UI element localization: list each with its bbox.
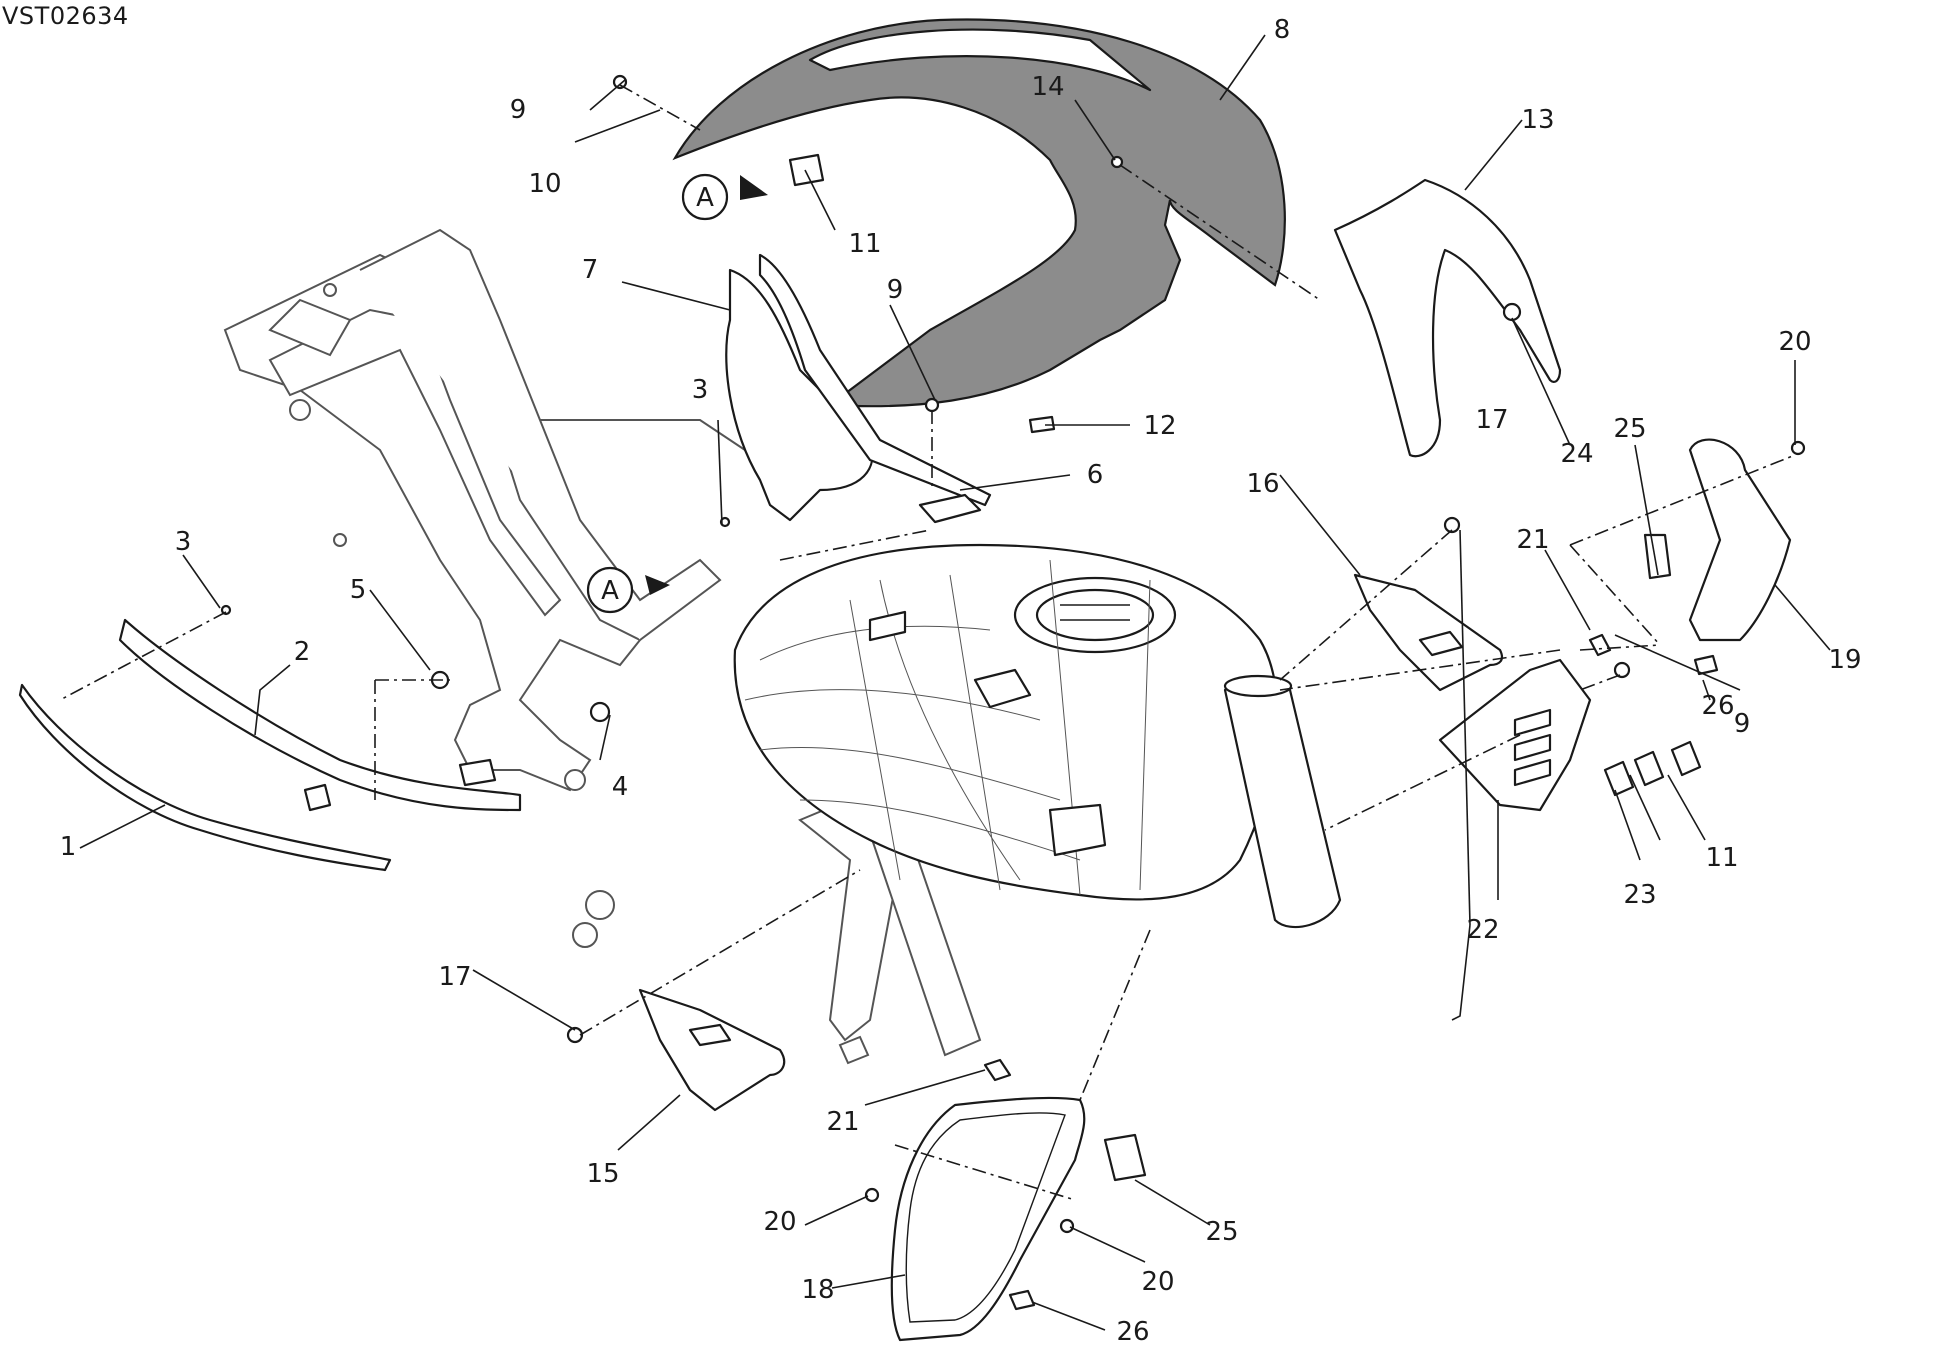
view-marker-a-frame: A	[586, 566, 670, 614]
callout-11: 11	[1705, 843, 1738, 873]
callout-17: 17	[438, 962, 471, 992]
callout-22: 22	[1466, 915, 1499, 945]
part-19-side-guard	[1688, 438, 1792, 642]
part-7-inner-cover	[725, 268, 874, 522]
callout-17: 17	[1475, 405, 1508, 435]
callout-8: 8	[1274, 15, 1291, 45]
callout-26: 26	[1116, 1317, 1149, 1347]
fuel-tank	[733, 543, 1342, 929]
callout-11: 11	[848, 229, 881, 259]
part-18-lower-cover	[890, 1096, 1086, 1342]
callout-20: 20	[763, 1207, 796, 1237]
callout-1: 1	[60, 832, 77, 862]
document-code: VST02634	[2, 2, 129, 30]
callout-26: 26	[1701, 691, 1734, 721]
part-15-lower-plate	[638, 988, 786, 1112]
callout-16: 16	[1246, 469, 1279, 499]
callout-18: 18	[801, 1275, 834, 1305]
callout-13: 13	[1521, 105, 1554, 135]
callout-3: 3	[692, 375, 709, 405]
callout-15: 15	[586, 1159, 619, 1189]
callout-23: 23	[1623, 880, 1656, 910]
view-marker-label: A	[601, 576, 619, 606]
callout-19: 19	[1828, 645, 1861, 675]
callout-3: 3	[175, 527, 192, 557]
callout-5: 5	[350, 575, 367, 605]
part-6-rail	[758, 253, 992, 524]
callout-labels: 1 2 3 3 4 5 6 7 8 9 9 9 10 11 11 12 13 1…	[60, 15, 1862, 1347]
fasteners	[220, 74, 1806, 1311]
callout-6: 6	[1087, 460, 1104, 490]
part-22-vent-panel	[1438, 658, 1592, 812]
callout-2: 2	[294, 637, 311, 667]
callout-24: 24	[1560, 439, 1593, 469]
callout-4: 4	[612, 772, 629, 802]
part-8-tank-cover	[672, 18, 1286, 408]
callout-25: 25	[1613, 414, 1646, 444]
callout-21: 21	[826, 1107, 859, 1137]
callout-9: 9	[887, 275, 904, 305]
callout-10: 10	[528, 169, 561, 199]
callout-7: 7	[582, 255, 599, 285]
assembly-lines	[59, 84, 1796, 1201]
callout-21: 21	[1516, 525, 1549, 555]
part-13-side-panel	[1333, 178, 1562, 458]
callout-20: 20	[1141, 1267, 1174, 1297]
leader-lines	[79, 34, 1831, 1331]
part-16-bracket	[1353, 573, 1504, 692]
view-marker-a-top: A	[681, 173, 768, 221]
callout-9: 9	[510, 95, 527, 125]
part-2-side-strip	[118, 618, 522, 812]
view-marker-label: A	[696, 183, 714, 213]
part-1-side-strip	[18, 683, 392, 872]
callout-14: 14	[1031, 72, 1064, 102]
callout-9: 9	[1734, 709, 1751, 739]
callout-12: 12	[1143, 411, 1176, 441]
callout-25: 25	[1205, 1217, 1238, 1247]
callout-20: 20	[1778, 327, 1811, 357]
